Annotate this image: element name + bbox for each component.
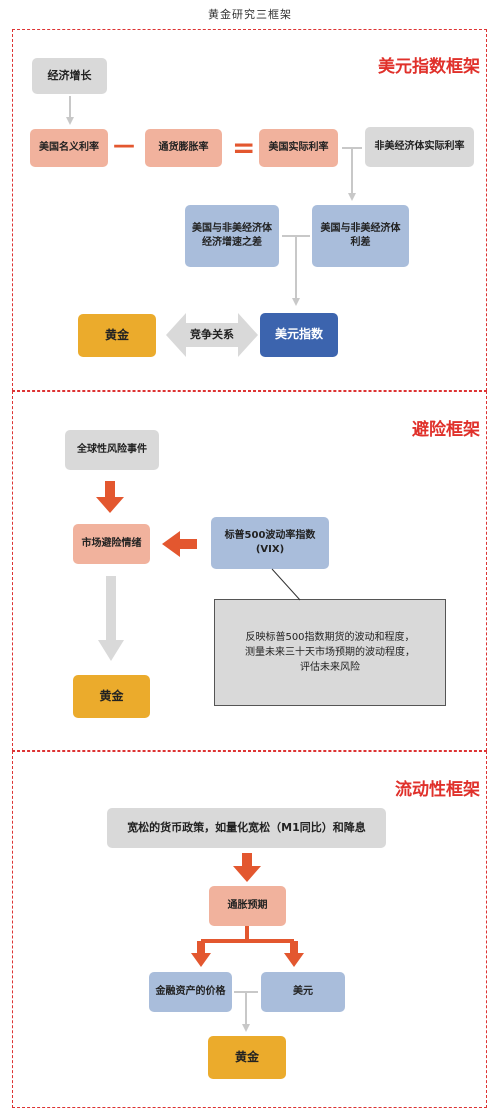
vix-explanation-note: 反映标普500指数期货的波动和程度， 测量未来三十天市场预期的波动程度， 评估未… (214, 599, 446, 706)
financial-asset-price-box: 金融资产的价格 (149, 972, 232, 1012)
gold-box-usd: 黄金 (78, 314, 156, 357)
rate-difference-box: 美国与非美经济体 利差 (312, 205, 409, 267)
liquidity-framework-section (12, 751, 487, 1108)
arrow-sentiment-to-gold (98, 576, 124, 661)
usd-box: 美元 (261, 972, 345, 1012)
arrow-event-to-sentiment (96, 481, 124, 513)
gold-box-hedge: 黄金 (73, 675, 150, 718)
liquidity-framework-title: 流动性框架 (395, 780, 480, 800)
economic-growth-box: 经济增长 (32, 58, 107, 94)
hedge-framework-title: 避险框架 (412, 420, 480, 440)
non-us-real-rate-box: 非美经济体实际利率 (365, 127, 474, 167)
usd-framework-title: 美元指数框架 (378, 57, 480, 77)
inflation-expectation-box: 通胀预期 (209, 886, 286, 926)
vix-note-connector (271, 568, 301, 601)
global-risk-event-box: 全球性风险事件 (65, 430, 159, 470)
us-real-rate-box: 美国实际利率 (259, 129, 338, 167)
growth-difference-box: 美国与非美经济体 经济增速之差 (185, 205, 279, 267)
competition-double-arrow (166, 313, 258, 357)
minus-operator: — (113, 133, 135, 158)
arrow-policy-to-inflation (233, 853, 261, 882)
equals-operator: = (232, 131, 256, 164)
page-title: 黄金研究三框架 (208, 8, 292, 21)
market-risk-aversion-box: 市场避险情绪 (73, 524, 150, 564)
arrow-vix-to-sentiment (162, 531, 197, 557)
competition-label: 竞争关系 (190, 328, 234, 342)
hedge-framework-section (12, 391, 487, 751)
gold-box-liquidity: 黄金 (208, 1036, 286, 1079)
arrow-to-financial (191, 941, 211, 967)
dollar-index-box: 美元指数 (260, 313, 338, 357)
vix-box: 标普500波动率指数 (VIX) (211, 517, 329, 569)
us-nominal-rate-box: 美国名义利率 (30, 129, 108, 167)
inflation-rate-box: 通货膨胀率 (145, 129, 222, 167)
arrow-to-usd (284, 941, 304, 967)
loose-monetary-policy-box: 宽松的货币政策，如量化宽松（M1同比）和降息 (107, 808, 386, 848)
usd-framework-section (12, 29, 487, 391)
